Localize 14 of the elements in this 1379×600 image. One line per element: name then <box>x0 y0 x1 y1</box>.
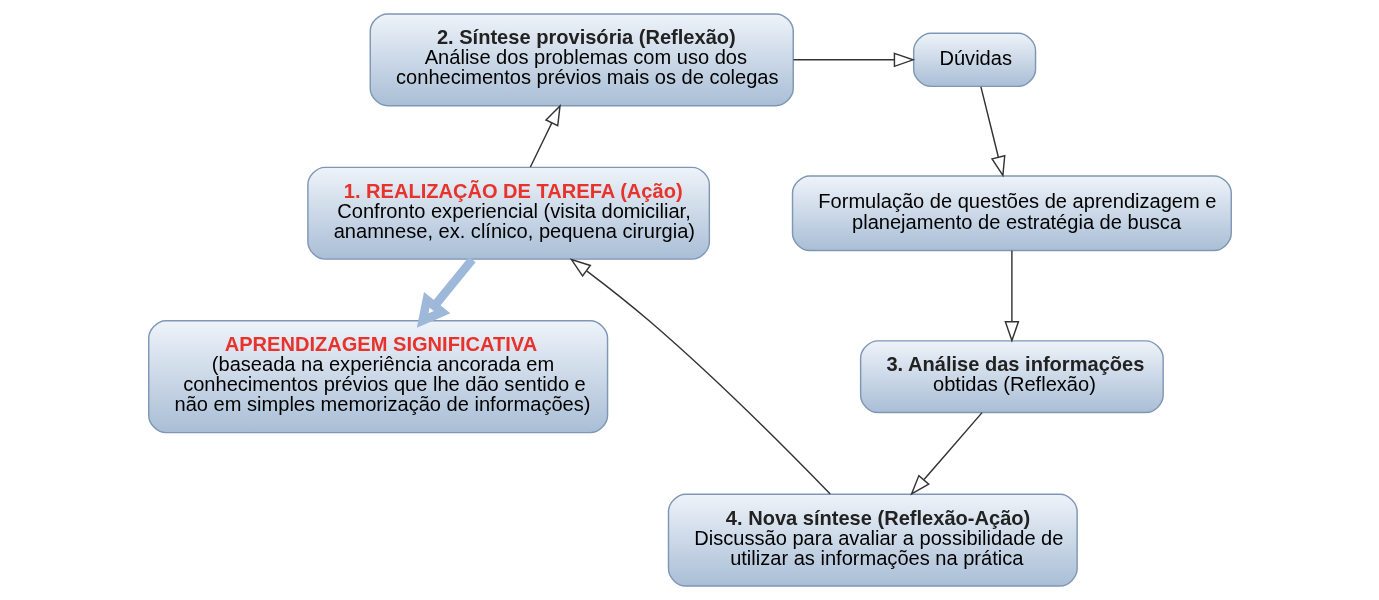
node-box: 4. Nova síntese (Reflexão-Ação) Discussão para avaliar a possibilidade de utilizar as informações na prática <box>667 493 1078 587</box>
arrow <box>909 411 983 496</box>
node-box: Formulação de questões de aprendizagem e planejamento de estratégia de busca <box>791 175 1232 252</box>
arrow <box>416 256 476 328</box>
node-box: Dúvidas <box>912 32 1036 88</box>
arrow <box>569 258 831 495</box>
node-box: 3. Análise das informações obtidas (Reflexão) <box>859 340 1164 414</box>
node-box: APRENDIZAGEM SIGNIFICATIVA (baseada na experiência ancorada em conhecimentos prévios que lhe dão sentido e não em simples memorização de informações) <box>147 320 608 434</box>
arrow <box>1003 250 1019 343</box>
arrow <box>529 104 561 168</box>
node-box: 1. REALIZAÇÃO DE TAREFA (Ação) Confronto experiencial (visita domiciliar, anamnese, ex. clínico, pequena cirurgia) <box>306 166 710 260</box>
arrow <box>792 52 915 68</box>
arrow <box>979 86 1006 178</box>
node-box: 2. Síntese provisória (Reflexão) Análise dos problemas com uso dos conhecimentos prévios mais os de colegas <box>369 13 794 107</box>
